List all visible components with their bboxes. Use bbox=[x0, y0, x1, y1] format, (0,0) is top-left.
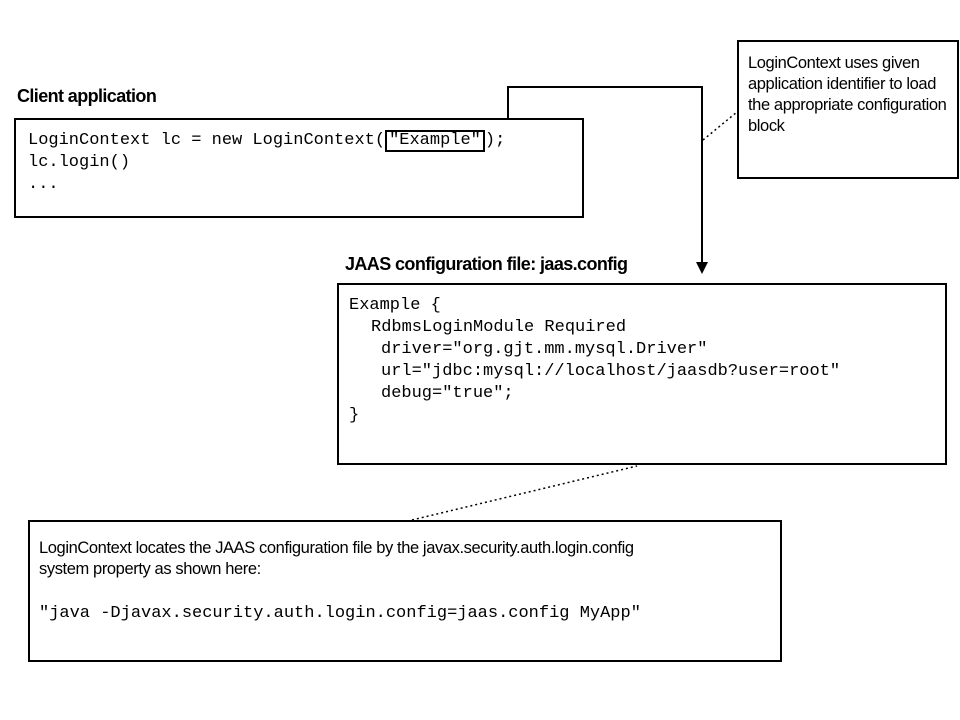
config-line: } bbox=[349, 406, 360, 425]
dotted-line-top-callout bbox=[702, 111, 738, 141]
dotted-line-bottom-callout bbox=[411, 465, 638, 521]
callout-property-text: LoginContext locates the JAAS configurat… bbox=[39, 538, 780, 580]
callout-property-line-1: LoginContext locates the JAAS configurat… bbox=[39, 539, 634, 557]
client-code-line-1: LoginContext lc = new LoginContext("Exam… bbox=[28, 130, 582, 152]
arrow-head-icon bbox=[696, 262, 708, 274]
code-text: LoginContext lc = new LoginContext( bbox=[28, 131, 386, 150]
example-identifier-highlight: "Example" bbox=[385, 130, 485, 152]
jaas-config-box: Example { RdbmsLoginModule Required driv… bbox=[337, 283, 947, 465]
callout-identifier-note: LoginContext uses given application iden… bbox=[737, 40, 959, 179]
jaas-config-heading: JAAS configuration file: jaas.config bbox=[345, 254, 628, 274]
config-line: Example { bbox=[349, 296, 441, 315]
client-application-heading: Client application bbox=[17, 86, 157, 106]
config-line: driver="org.gjt.mm.mysql.Driver" bbox=[381, 340, 708, 359]
config-line: debug="true"; bbox=[381, 384, 514, 403]
callout-identifier-text: LoginContext uses given application iden… bbox=[748, 54, 947, 135]
client-code-box: LoginContext lc = new LoginContext("Exam… bbox=[14, 118, 584, 218]
config-line: url="jdbc:mysql://localhost/jaasdb?user=… bbox=[381, 362, 841, 381]
java-command-line: "java -Djavax.security.auth.login.config… bbox=[39, 604, 641, 623]
code-text: ); bbox=[484, 131, 506, 150]
client-code-line-2: lc.login() bbox=[28, 153, 131, 172]
callout-property-line-2: system property as shown here: bbox=[39, 560, 261, 578]
callout-system-property-note: LoginContext locates the JAAS configurat… bbox=[28, 520, 782, 662]
config-line: RdbmsLoginModule Required bbox=[371, 318, 627, 337]
client-code-line-3: ... bbox=[28, 175, 59, 194]
